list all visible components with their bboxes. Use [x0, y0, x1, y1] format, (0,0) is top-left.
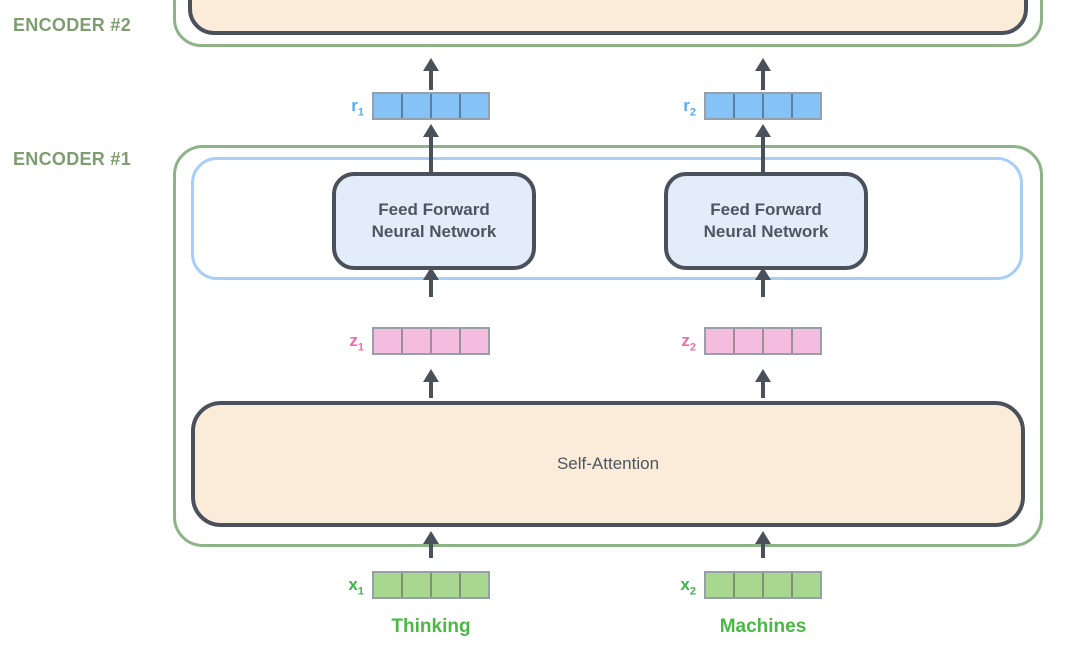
vector-cell [401, 94, 430, 118]
vector-z2 [704, 327, 822, 355]
flow-arrow-up [755, 369, 771, 398]
vector-cell [762, 573, 791, 597]
flow-arrow-up [423, 267, 439, 297]
flow-arrow-up [423, 124, 439, 173]
vector-r1 [372, 92, 490, 120]
vector-cell [762, 329, 791, 353]
arrow-shaft [761, 280, 765, 297]
arrow-shaft [761, 71, 765, 90]
vector-cell [706, 573, 733, 597]
ffnn-label-line2: Neural Network [703, 222, 829, 241]
vector-letter: r [351, 96, 358, 115]
vector-label-z2: z2 [648, 331, 696, 353]
vector-r2 [704, 92, 822, 120]
vector-subscript: 2 [689, 106, 696, 119]
arrow-shaft [429, 382, 433, 398]
encoder-2-box [173, 0, 1043, 47]
vector-cell [459, 573, 488, 597]
vector-cell [430, 94, 459, 118]
arrowhead-icon [755, 267, 771, 280]
vector-label-x2: x2 [648, 575, 696, 597]
arrow-shaft [429, 280, 433, 297]
arrow-shaft [761, 382, 765, 398]
flow-arrow-up [755, 58, 771, 90]
arrowhead-icon [755, 124, 771, 137]
vector-cell [401, 329, 430, 353]
vector-cell [733, 329, 762, 353]
arrowhead-icon [755, 58, 771, 71]
arrow-shaft [429, 544, 433, 558]
vector-cell [459, 329, 488, 353]
arrowhead-icon [423, 267, 439, 280]
vector-cell [733, 573, 762, 597]
ffnn-block-1: Feed Forward Neural Network [332, 172, 536, 270]
arrowhead-icon [755, 531, 771, 544]
vector-cell [733, 94, 762, 118]
arrowhead-icon [755, 369, 771, 382]
vector-subscript: 2 [689, 341, 696, 354]
flow-arrow-up [755, 124, 771, 173]
vector-cell [762, 94, 791, 118]
flow-arrow-up [423, 531, 439, 558]
vector-cell [374, 573, 401, 597]
arrowhead-icon [423, 124, 439, 137]
flow-arrow-up [755, 531, 771, 558]
vector-cell [459, 94, 488, 118]
vector-subscript: 2 [689, 585, 696, 598]
arrowhead-icon [423, 58, 439, 71]
vector-cell [374, 329, 401, 353]
input-word-machines: Machines [719, 616, 807, 637]
vector-subscript: 1 [357, 341, 364, 354]
flow-arrow-up [423, 369, 439, 398]
vector-cell [706, 94, 733, 118]
arrow-shaft [429, 71, 433, 90]
arrowhead-icon [423, 369, 439, 382]
vector-label-r2: r2 [648, 96, 696, 118]
vector-cell [791, 94, 820, 118]
vector-letter: r [683, 96, 690, 115]
vector-cell [430, 573, 459, 597]
self-attention-block: Self-Attention [191, 401, 1025, 527]
ffnn-label-line1: Feed Forward [710, 199, 822, 219]
arrow-shaft [761, 137, 765, 173]
vector-cell [401, 573, 430, 597]
encoder-2-label: ENCODER #2 [13, 15, 132, 35]
ffnn-label-line2: Neural Network [371, 222, 497, 241]
encoder-1-label: ENCODER #1 [13, 149, 132, 169]
flow-arrow-up [755, 267, 771, 297]
vector-x1 [372, 571, 490, 599]
arrowhead-icon [423, 531, 439, 544]
self-attention-label: Self-Attention [556, 454, 660, 473]
encoder-2-inner-block [188, 0, 1028, 35]
vector-subscript: 1 [357, 585, 364, 598]
vector-label-x1: x1 [316, 575, 364, 597]
vector-letter: z [349, 331, 358, 350]
ffnn-label-line1: Feed Forward [378, 199, 490, 219]
vector-cell [430, 329, 459, 353]
vector-cell [374, 94, 401, 118]
vector-letter: x [680, 575, 690, 594]
flow-arrow-up [423, 58, 439, 90]
vector-cell [706, 329, 733, 353]
vector-x2 [704, 571, 822, 599]
vector-letter: x [348, 575, 358, 594]
vector-label-r1: r1 [316, 96, 364, 118]
arrow-shaft [761, 544, 765, 558]
input-word-thinking: Thinking [391, 616, 471, 637]
ffnn-layer-container [191, 157, 1023, 280]
vector-z1 [372, 327, 490, 355]
vector-letter: z [681, 331, 690, 350]
vector-cell [791, 573, 820, 597]
arrow-shaft [429, 137, 433, 173]
vector-subscript: 1 [357, 106, 364, 119]
vector-cell [791, 329, 820, 353]
ffnn-block-2: Feed Forward Neural Network [664, 172, 868, 270]
vector-label-z1: z1 [316, 331, 364, 353]
